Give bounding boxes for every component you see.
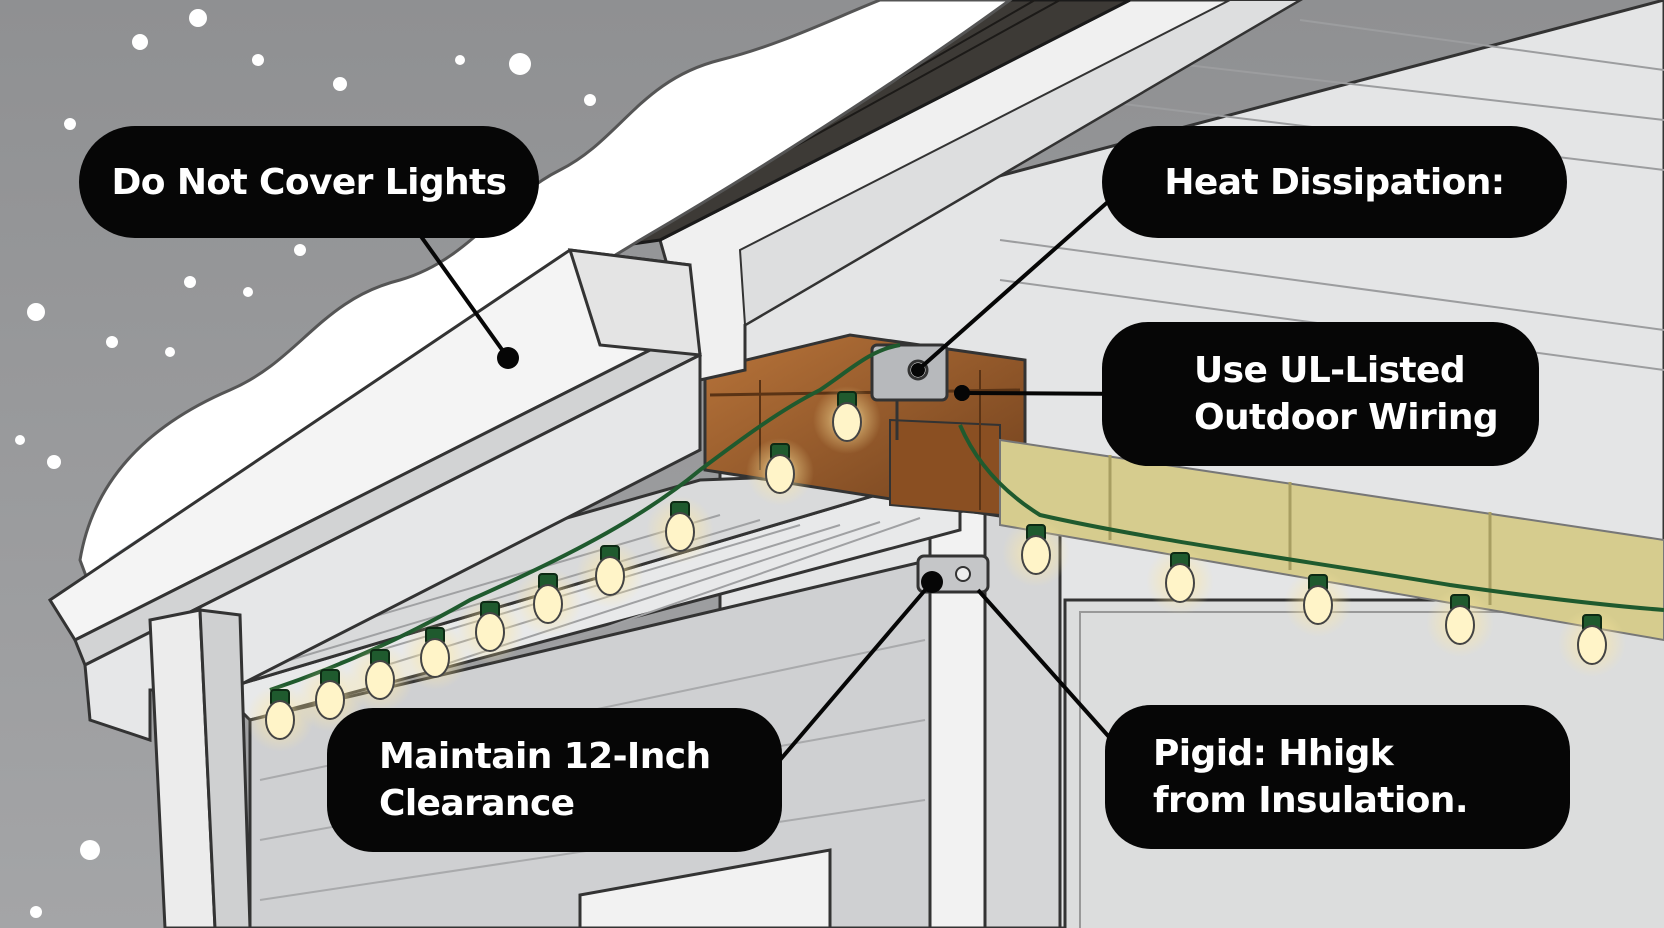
snowflakes	[15, 9, 596, 918]
bulb	[420, 638, 450, 678]
callout-clearance-line2: Clearance	[379, 783, 575, 824]
callout-do-not-cover: Do Not Cover Lights	[79, 126, 539, 238]
snowflake	[80, 840, 100, 860]
snowflake	[30, 906, 42, 918]
snowflake	[64, 118, 76, 130]
snowflake	[252, 54, 264, 66]
snowflake	[294, 244, 306, 256]
callout-rigid: Pigid: Hhigk from Insulation.	[1105, 705, 1570, 849]
callout-clearance-line1: Maintain 12-Inch	[379, 736, 711, 777]
snowflake	[584, 94, 596, 106]
bulb	[595, 556, 625, 596]
snowflake	[106, 336, 118, 348]
bulb	[365, 660, 395, 700]
bulb	[832, 402, 862, 442]
callout-rigid-line1: Pigid: Hhigk	[1153, 733, 1394, 774]
bulb	[533, 584, 563, 624]
snowflake	[27, 303, 45, 321]
snowflake	[509, 53, 531, 75]
callout-leaders	[418, 198, 1141, 762]
callout-do-not-cover-text: Do Not Cover Lights	[111, 161, 508, 203]
callout-heat-text: Heat Dissipation:	[1164, 161, 1505, 203]
bulb	[665, 512, 695, 552]
bulb	[765, 454, 795, 494]
fascia-board	[83, 352, 702, 928]
callout-rigid-line2: from Insulation.	[1153, 780, 1469, 821]
snowflake	[132, 34, 148, 50]
snowflake	[333, 77, 347, 91]
bulb	[1303, 585, 1333, 625]
snowflake	[47, 455, 61, 469]
snowflake	[15, 435, 25, 445]
bulb	[315, 680, 345, 720]
light-bulbs	[246, 386, 1626, 752]
bulb	[265, 700, 295, 740]
snowflake	[189, 9, 207, 27]
light-string-wire	[269, 343, 1664, 692]
callout-clearance: Maintain 12-Inch Clearance	[327, 708, 782, 852]
bulb	[1021, 535, 1051, 575]
callout-ul-line1: Use UL-Listed	[1194, 350, 1466, 391]
snowflake	[184, 276, 196, 288]
bulb	[1577, 625, 1607, 665]
callout-ul-listed: Use UL-Listed Outdoor Wiring	[1102, 322, 1539, 466]
callout-heat-dissipation: Heat Dissipation:	[1102, 126, 1567, 238]
bulb	[1165, 563, 1195, 603]
gutter	[47, 248, 702, 668]
bulb	[1445, 605, 1475, 645]
callout-dots	[497, 347, 970, 593]
snowflake	[165, 347, 175, 357]
snowflake	[243, 287, 253, 297]
bulb	[475, 612, 505, 652]
callout-ul-line2: Outdoor Wiring	[1194, 397, 1499, 438]
snowflake	[455, 55, 465, 65]
